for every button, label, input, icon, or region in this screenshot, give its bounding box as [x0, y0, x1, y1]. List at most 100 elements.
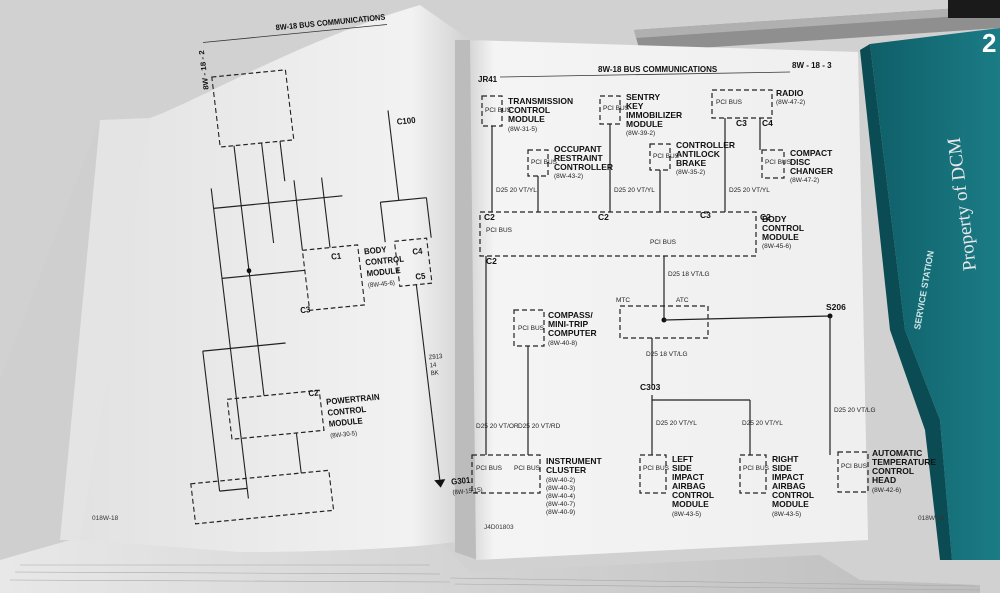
bcm-pci-1: PCI BUS [486, 227, 513, 234]
tcm-pci: PCI BUS [485, 107, 512, 114]
cd-line-1: COMPACT [790, 148, 833, 158]
bcm-c3: C3 [700, 210, 711, 220]
cluster-pci-2: PCI BUS [514, 465, 541, 472]
bcm-pci-2: PCI BUS [650, 239, 677, 246]
header-right: 8W - 18 - 3 [792, 61, 832, 70]
right-airbag-line-2: SIDE [772, 463, 792, 473]
left-c100: C100 [396, 116, 416, 127]
atc-line-4: HEAD [872, 475, 896, 485]
pin-atc: ATC [676, 297, 689, 304]
orc-ref: (8W-43-2) [554, 173, 583, 180]
left-c5: C5 [415, 271, 427, 281]
wire-skim: D25 20 VT/YL [614, 187, 655, 194]
bcm-box [479, 211, 757, 257]
cab-line-3: BRAKE [676, 158, 707, 168]
skim-line-1: SENTRY [626, 92, 660, 102]
left-wire-z913: Z913 [428, 353, 443, 362]
atc-box [837, 451, 869, 493]
left-pcm-line-2: CONTROL [327, 405, 367, 418]
cluster-line-2: CLUSTER [546, 465, 586, 475]
bcm-c2-bottom: C2 [486, 256, 497, 266]
cluster-line-1: INSTRUMENT [546, 456, 603, 466]
right-airbag-line-1: RIGHT [772, 454, 799, 464]
wire-bcm-trunk: D25 18 VT/LG [668, 271, 710, 278]
compass-line-2: MINI-TRIP [548, 319, 588, 329]
radio-c3: C3 [736, 118, 747, 128]
left-airbag-ref: (8W-43-5) [672, 511, 701, 518]
left-footer: 018W-18 [92, 515, 119, 522]
compass-ref: (8W-40-8) [548, 340, 577, 347]
wire-tcm: D25 20 VT/YL [496, 187, 537, 194]
cluster-ref-5: (8W-40-9) [546, 509, 575, 516]
atc-line-2: TEMPERATURE [872, 457, 936, 467]
compass-pci: PCI BUS [518, 325, 545, 332]
atc-pci: PCI BUS [841, 463, 868, 470]
wire-right-airbag: D25 20 VT/YL [742, 420, 783, 427]
radio-pci-1: PCI BUS [716, 99, 743, 106]
cluster-box [471, 454, 541, 494]
compass-box [513, 309, 545, 347]
left-airbag-pci: PCI BUS [643, 465, 670, 472]
left-c2: C2 [308, 388, 320, 398]
header-title: 8W-18 BUS COMMUNICATIONS [598, 65, 718, 74]
left-airbag-line-1: LEFT [672, 454, 694, 464]
tcm-line-1: TRANSMISSION [508, 96, 573, 106]
left-wire-bk: BK [430, 369, 440, 377]
orc-line-1: OCCUPANT [554, 144, 602, 154]
cd-pci: PCI BUS [765, 159, 792, 166]
skim-line-3: IMMOBILIZER [626, 110, 682, 120]
wire-cluster: D25 20 VT/OR [476, 423, 519, 430]
cd-line-2: DISC [790, 157, 810, 167]
left-airbag-line-5: CONTROL [672, 490, 714, 500]
splice-s206: S206 [826, 302, 846, 312]
pin-mtc: MTC [616, 297, 630, 304]
left-bcm-ref: (8W-45-6) [368, 280, 396, 290]
cluster-pci-1: PCI BUS [476, 465, 503, 472]
compass-line-3: COMPUTER [548, 328, 597, 338]
orc-line-3: CONTROLLER [554, 162, 613, 172]
header-left: JR41 [478, 75, 498, 84]
cluster-ref-3: (8W-40-4) [546, 493, 575, 500]
left-c4: C4 [412, 246, 424, 256]
left-ground-ref: (8W-15-15) [452, 486, 483, 496]
bcm-c2-mid: C2 [598, 212, 609, 222]
left-bcm-line-2: CONTROL [365, 254, 405, 267]
tcm-line-3: MODULE [508, 114, 545, 124]
tcm-ref: (8W-31-5) [508, 126, 537, 133]
wire-radio: D25 20 VT/YL [729, 187, 770, 194]
orc-pci: PCI BUS [531, 159, 558, 166]
cab-line-1: CONTROLLER [676, 140, 735, 150]
left-airbag-line-2: SIDE [672, 463, 692, 473]
cluster-ref-1: (8W-40-2) [546, 477, 575, 484]
left-bcm-line-3: MODULE [366, 266, 401, 279]
left-wire-14: 14 [429, 361, 437, 369]
bcm-ref: (8W-45-6) [762, 243, 791, 250]
atc-line-1: AUTOMATIC [872, 448, 922, 458]
right-airbag-ref: (8W-43-5) [772, 511, 801, 518]
orc-line-2: RESTRAINT [554, 153, 603, 163]
skim-line-2: KEY [626, 101, 644, 111]
right-airbag-box [739, 454, 767, 494]
bcm-line-1: BODY [762, 214, 787, 224]
radio-box [711, 89, 773, 119]
cluster-ref-2: (8W-40-3) [546, 485, 575, 492]
atc-ref: (8W-42-6) [872, 487, 901, 494]
left-ground: G301 [451, 475, 472, 486]
left-page-diagram: 8W - 18 - 2 8W-18 BUS COMMUNICATIONS C1 … [190, 12, 483, 525]
radio-c4: C4 [762, 118, 773, 128]
cab-pci: PCI BUS [653, 153, 680, 160]
compass-line-1: COMPASS/ [548, 310, 593, 320]
tcm-line-2: CONTROL [508, 105, 550, 115]
bcm-line-3: MODULE [762, 232, 799, 242]
atc-line-3: CONTROL [872, 466, 914, 476]
cluster-ref-4: (8W-40-7) [546, 501, 575, 508]
radio-label: RADIO [776, 88, 804, 98]
ground-symbol [434, 479, 446, 488]
right-page [470, 40, 868, 560]
wire-left-airbag: D25 20 VT/YL [656, 420, 697, 427]
wire-c303-in: D25 18 VT/LG [646, 351, 688, 358]
left-airbag-line-6: MODULE [672, 499, 709, 509]
bcm-c2-right: C2 [760, 212, 771, 222]
skim-pci: PCI BUS [603, 105, 630, 112]
